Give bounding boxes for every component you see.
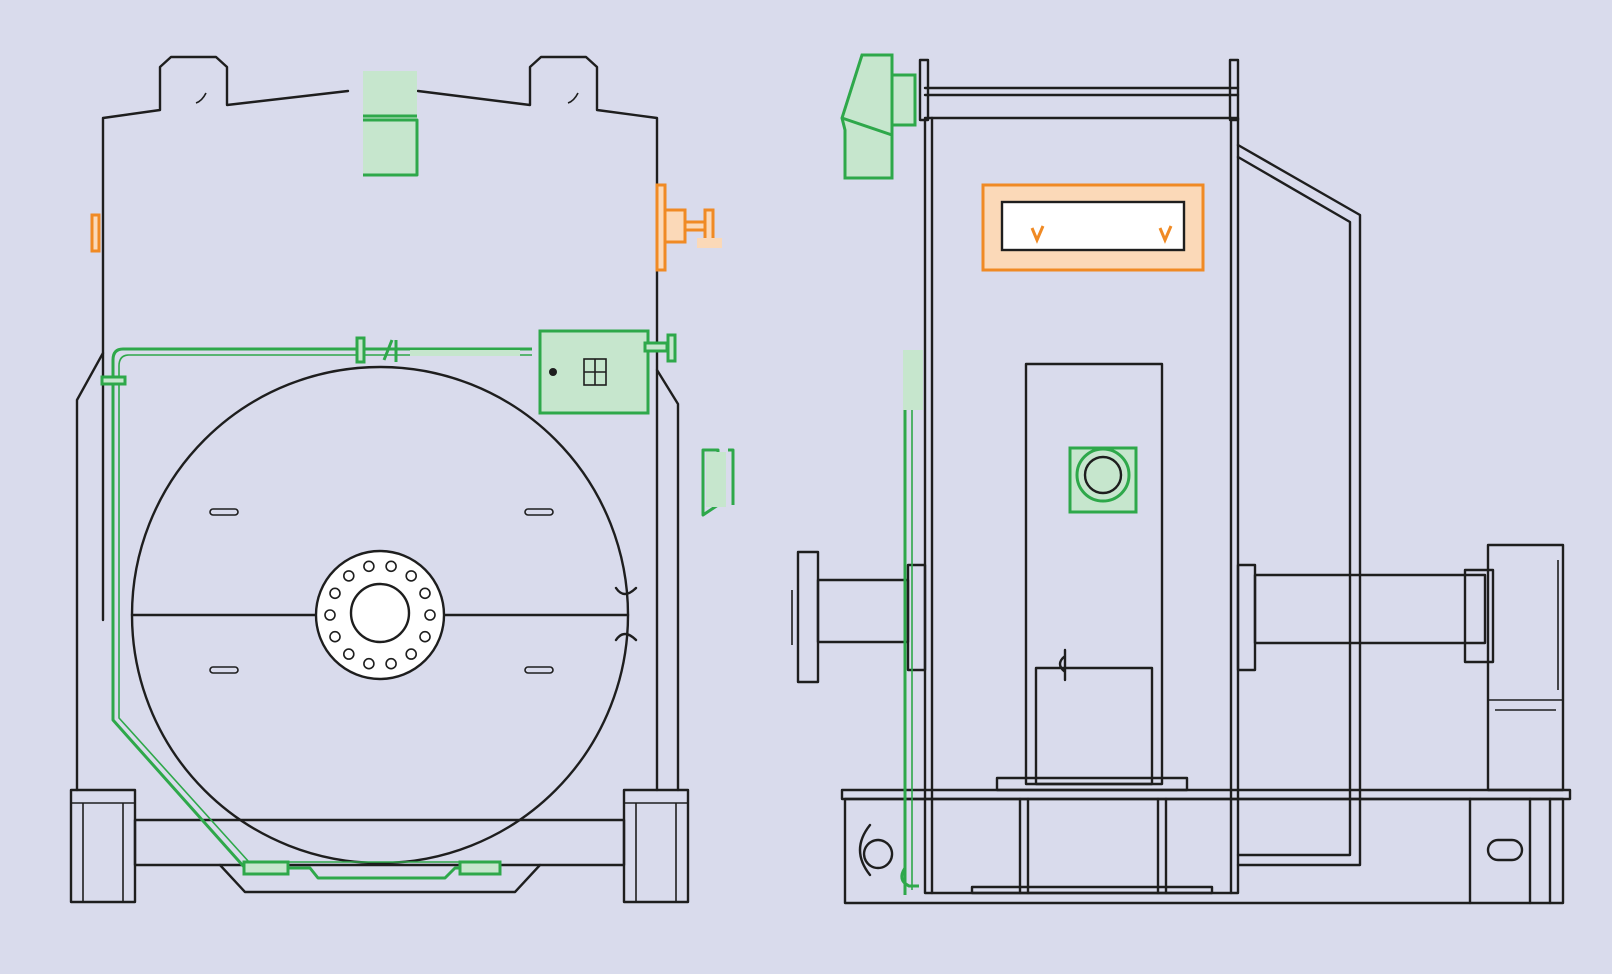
- inspection-door: [1024, 362, 1164, 786]
- hub-bolt: [424, 609, 436, 621]
- drum-slot: [209, 666, 239, 674]
- handle-left: [90, 213, 101, 253]
- top-nozzle: [363, 71, 417, 175]
- hub-bolt: [385, 657, 397, 670]
- base-crossbeam: [133, 818, 626, 867]
- shaft-right: [1253, 573, 1487, 645]
- hub-bolt: [363, 657, 375, 670]
- side-bracket: [706, 452, 726, 507]
- drum-slot: [209, 508, 239, 516]
- hub-bolt: [405, 570, 418, 582]
- top-nozzle-side: [841, 75, 894, 137]
- hub-bolt: [419, 587, 431, 600]
- rail-post-left: [918, 58, 930, 122]
- return-pipe: [1236, 143, 1362, 867]
- junction-box-valve: [666, 333, 677, 363]
- pipe-fitting: [410, 350, 520, 356]
- hub-bore: [349, 582, 411, 644]
- nameplate-mark: [1030, 225, 1045, 244]
- hub-bolt: [329, 587, 341, 600]
- handle-right-stem: [663, 208, 687, 244]
- piping-loop-inner: [118, 354, 532, 863]
- sight-glass-inner: [1083, 455, 1123, 495]
- side-view: [791, 53, 1572, 905]
- side-base-deck: [840, 788, 1572, 801]
- drain-hopper: [218, 863, 542, 894]
- piping-loop: [111, 347, 532, 880]
- hub-bolt: [324, 609, 336, 621]
- pipe-valve: [355, 336, 366, 364]
- hub-bolt-circle: [324, 560, 436, 670]
- lifting-lug-hook-right: [567, 92, 579, 104]
- housing-outline: [75, 55, 680, 792]
- base-foot-left: [69, 788, 137, 904]
- hub-bolt: [419, 630, 431, 643]
- pipe-valve: [382, 339, 398, 362]
- shaft-collar-left: [906, 563, 927, 672]
- drum-hub: [314, 549, 446, 681]
- side-base-frame: [843, 797, 1565, 905]
- nameplate-mark: [1158, 225, 1173, 244]
- pipe-bracket: [242, 860, 290, 876]
- pipe-bracket: [458, 860, 502, 876]
- rail-post-right: [1228, 58, 1240, 122]
- shaft-left: [816, 578, 910, 644]
- gearbox: [1486, 543, 1565, 792]
- top-nozzle: [363, 114, 419, 177]
- drum-slot: [524, 666, 554, 674]
- drum-clip: [614, 586, 638, 642]
- front-view: [69, 55, 735, 904]
- drum-slot: [524, 508, 554, 516]
- door-lower-panel: [1034, 666, 1154, 786]
- handle-right-shadow: [697, 238, 722, 248]
- hub-bolt: [405, 648, 418, 660]
- hub-bolt: [385, 560, 397, 573]
- junction-box-valve: [643, 341, 669, 353]
- hub-bolt: [363, 560, 375, 573]
- side-piping-fitting: [900, 867, 919, 888]
- return-pipe: [1236, 155, 1352, 857]
- gearbox-flange: [1463, 568, 1495, 664]
- junction-box-indicator: [549, 368, 557, 376]
- sight-glass: [1075, 447, 1131, 503]
- base-clamp: [858, 823, 894, 877]
- shaft-collar-right: [1236, 563, 1257, 672]
- hub-bolt: [342, 648, 355, 660]
- base-slot: [1486, 838, 1524, 862]
- base-foot-right: [622, 788, 690, 904]
- handle-right-knob: [703, 208, 715, 242]
- hub-bolt: [329, 630, 341, 643]
- shaft-flange-left: [796, 550, 820, 684]
- base-skid: [970, 885, 1214, 895]
- pipe-bracket: [100, 375, 127, 386]
- nameplate: [1000, 200, 1186, 252]
- hub-bolt: [342, 570, 355, 582]
- door-latch: [1058, 648, 1067, 682]
- top-nozzle-side: [840, 53, 917, 180]
- lifting-lug-hook-left: [195, 92, 207, 104]
- side-piping-fitting: [903, 350, 923, 410]
